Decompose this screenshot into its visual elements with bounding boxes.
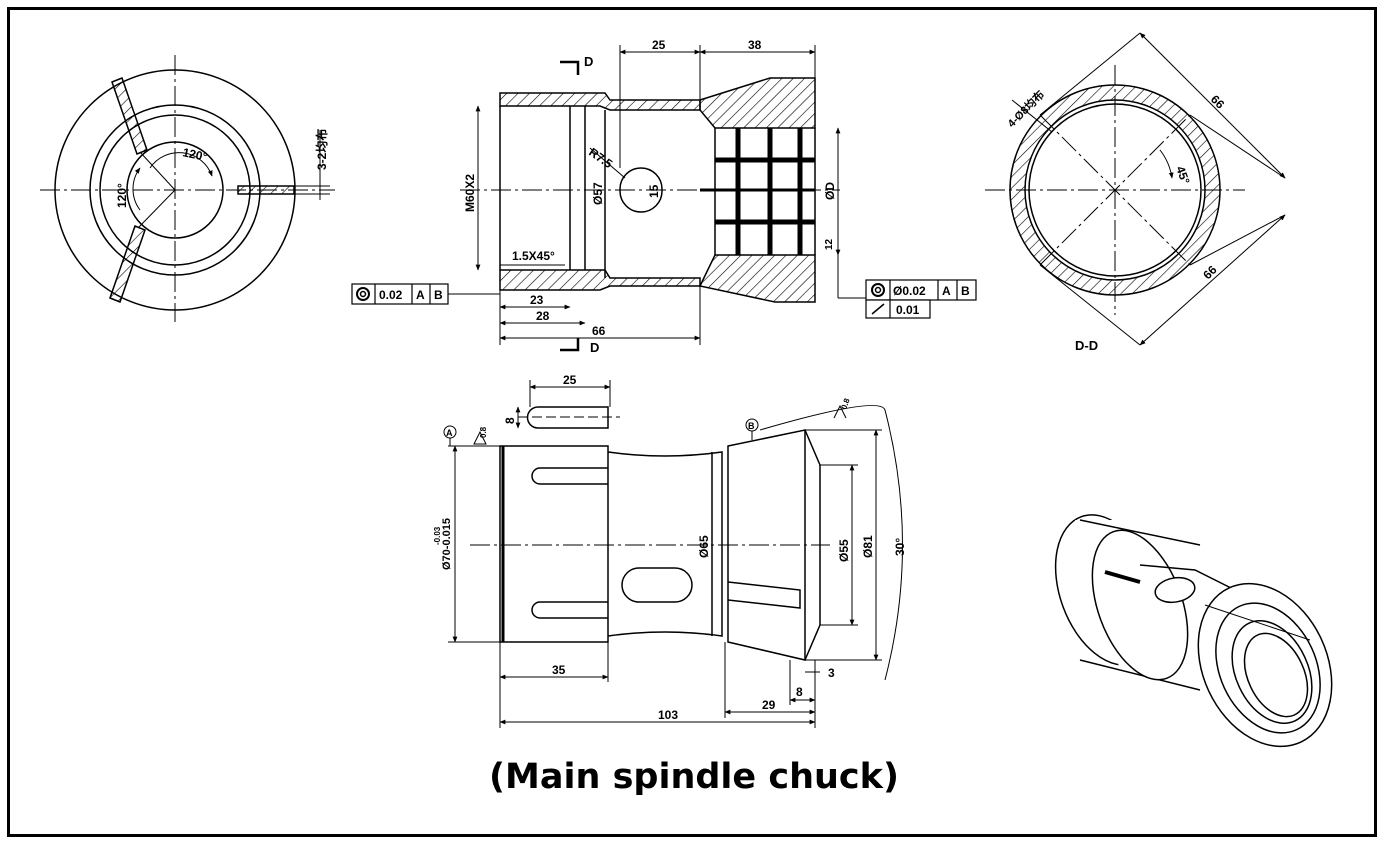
end-slot-note: 3-2均布 xyxy=(314,129,329,170)
dim-12: 12 xyxy=(824,238,835,250)
side-d8: 8 xyxy=(796,685,803,699)
dim-bore: Ø57 xyxy=(591,182,605,205)
end-angle-a: 120° xyxy=(181,145,208,164)
fcf-right xyxy=(865,279,977,319)
datum-a: A xyxy=(446,428,453,438)
dd-66-b: 66 xyxy=(1200,263,1220,283)
side-slot-w: 8 xyxy=(503,417,517,424)
dd-66-a: 66 xyxy=(1208,92,1228,112)
dim-66: 66 xyxy=(592,324,606,338)
section-dd-view xyxy=(985,32,1286,346)
isometric-view xyxy=(1054,514,1333,748)
side-d65: Ø65 xyxy=(697,535,711,558)
dim-slot-15: 15 xyxy=(647,184,661,198)
end-view xyxy=(40,55,335,322)
dim-r75: R7.5 xyxy=(586,145,615,171)
side-view xyxy=(443,380,903,728)
fcf-right-datum-a: A xyxy=(942,284,951,298)
section-mark-top: D xyxy=(584,54,593,69)
rough-b: 0.8 xyxy=(839,397,851,411)
side-angle30: 30° xyxy=(893,538,907,556)
dim-23: 23 xyxy=(530,293,544,307)
side-d3: 3 xyxy=(828,666,835,680)
dd-angle: 45° xyxy=(1173,164,1192,186)
dim-38: 38 xyxy=(748,38,762,52)
dd-label: D-D xyxy=(1075,338,1098,353)
side-od70-tol: -0.03 xyxy=(433,526,442,545)
fcf-right-runout: 0.01 xyxy=(896,303,920,317)
side-d35: 35 xyxy=(552,663,566,677)
fcf-left-datum-a: A xyxy=(416,288,425,302)
section-mark-bottom: D xyxy=(590,340,599,355)
fcf-left-datum-b: B xyxy=(434,288,443,302)
dim-28: 28 xyxy=(536,309,550,323)
dim-25: 25 xyxy=(652,38,666,52)
side-d55: Ø55 xyxy=(837,539,851,562)
rough-a: 0.8 xyxy=(479,426,488,438)
side-d103: 103 xyxy=(658,708,678,722)
end-angle-b: 120° xyxy=(115,183,129,208)
dim-chamfer: 1.5X45° xyxy=(512,249,555,263)
fcf-left-tol: 0.02 xyxy=(379,288,403,302)
side-od70: Ø70-0.015 xyxy=(441,518,453,570)
side-d29: 29 xyxy=(762,698,776,712)
dim-od: ØD xyxy=(823,182,837,200)
fcf-left xyxy=(351,283,449,305)
side-d81: Ø81 xyxy=(861,535,875,558)
fcf-right-datum-b: B xyxy=(961,284,970,298)
caption: (Main spindle chuck) xyxy=(489,757,899,797)
dim-thread: M60X2 xyxy=(463,174,477,212)
front-section-view xyxy=(448,45,866,352)
datum-b: B xyxy=(748,421,755,431)
side-slot-len: 25 xyxy=(563,373,577,387)
fcf-right-tol: Ø0.02 xyxy=(893,284,926,298)
